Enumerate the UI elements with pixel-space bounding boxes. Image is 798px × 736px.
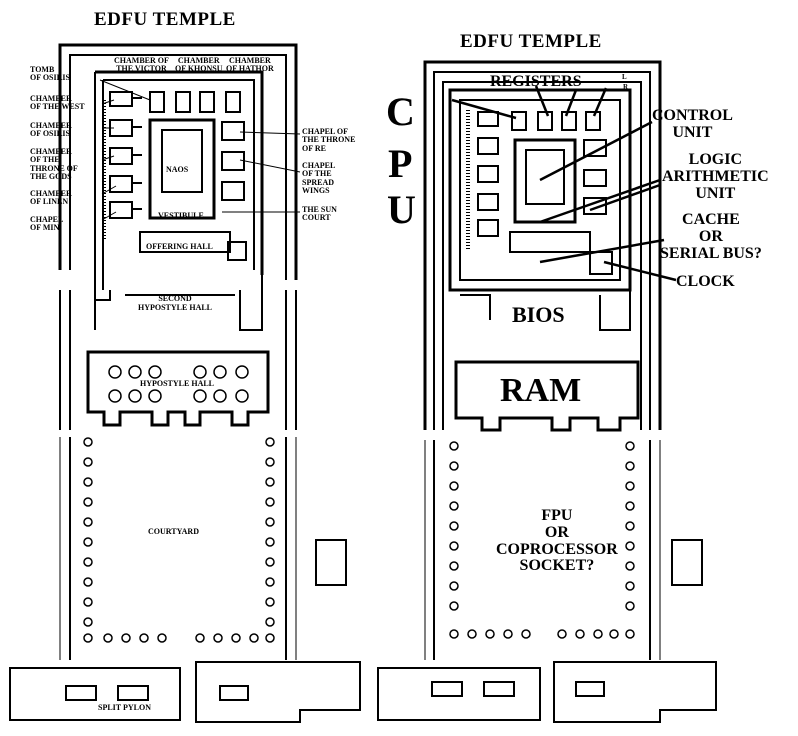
right-plan-title: EDFU TEMPLE [460,31,602,52]
label-offering-hall: OFFERING HALL [146,242,213,251]
column-dots [83,365,635,643]
label-corner-l: L [622,73,627,81]
label-chamber-of-the-victor: CHAMBER OF THE VICTOR [114,56,169,74]
label-fpu-coprocessor-socket: FPU OR COPROCESSOR SOCKET? [496,507,618,575]
label-ram: RAM [500,372,582,409]
label-tomb-of-osiris: TOMB OF OSIRIS [30,65,70,83]
label-chapel-throne-of-re: CHAPEL OF THE THRONE OF RE [302,127,356,153]
label-chamber-of-the-west: CHAMBER OF THE WEST [30,94,85,112]
left-pointer-lines [99,79,301,221]
label-chapel-of-min: CHAPEL OF MIN [30,215,64,233]
label-chapel-spread-wings: CHAPEL OF THE SPREAD WINGS [302,161,336,196]
label-chamber-of-khonsu: CHAMBER OF KHONSU [175,56,223,74]
label-chamber-of-linen: CHAMBER OF LINEN [30,189,72,207]
label-registers: REGISTERS [490,73,582,90]
label-clock: CLOCK [676,273,735,290]
label-chamber-throne-of-gods: CHAMBER OF THE THRONE OF THE GODS [30,147,78,182]
label-hypostyle-hall: HYPOSTYLE HALL [140,379,215,388]
cpu-letter-c: C [386,89,415,134]
label-courtyard: COURTYARD [148,527,199,536]
right-floor-plan [377,60,717,723]
label-split-pylon: SPLIT PYLON [98,703,151,712]
label-logic-arithmetic-unit: LOGIC ARITHMETIC UNIT [662,151,769,202]
label-naos: NAOS [166,165,189,174]
label-chamber-of-hathor: CHAMBER OF HATHOR [226,56,274,74]
label-corner-r: R [623,83,629,91]
label-cache-serial-bus: CACHE OR SERIAL BUS? [660,211,762,262]
cpu-letter-p: P [388,141,413,186]
label-second-hypostyle-hall: SECOND HYPOSTYLE HALL [138,294,213,312]
left-floor-plan [9,43,361,723]
label-vestibule: VESTIBULE [158,211,204,220]
label-sun-court: THE SUN COURT [302,205,337,223]
cpu-letter-u: U [387,187,416,232]
label-bios: BIOS [512,302,565,327]
left-plan-title: EDFU TEMPLE [94,9,236,30]
label-chamber-of-osiris: CHAMBER OF OSIRIS [30,121,72,139]
right-pointer-lines [451,85,677,282]
label-control-unit: CONTROL UNIT [652,107,733,141]
